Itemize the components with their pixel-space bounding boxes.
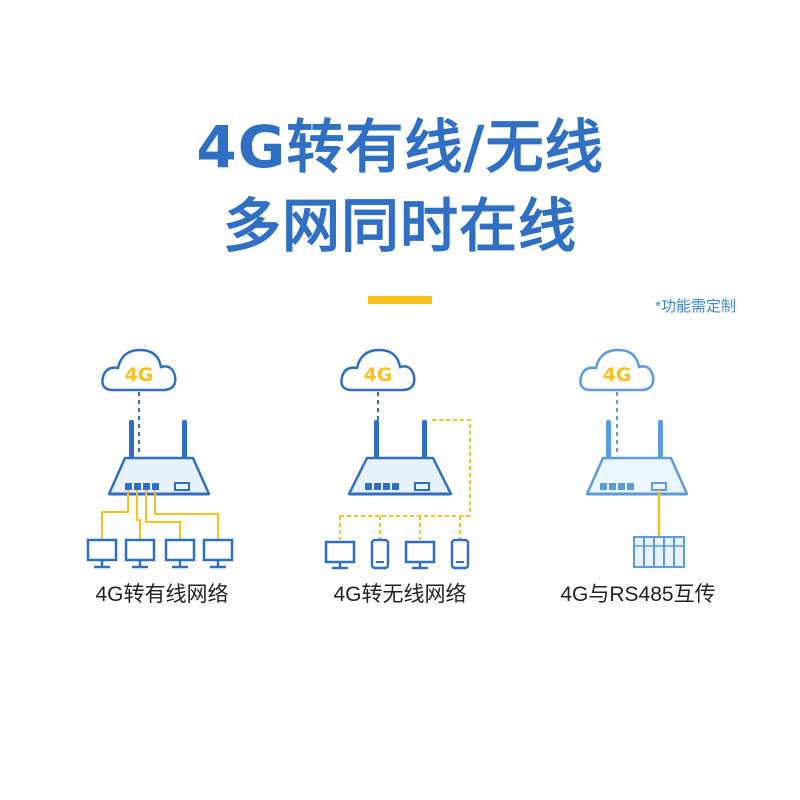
desktop-icon: [404, 540, 436, 570]
main-title-line-1: 4G转有线/无线: [196, 113, 604, 181]
antenna-left: [606, 420, 611, 458]
phone-icon: [370, 538, 390, 570]
cloud-icon: 4G: [340, 348, 416, 392]
desktop-icon: [86, 538, 118, 569]
cloud-icon: 4G: [101, 348, 177, 392]
antenna-left: [129, 420, 134, 458]
custom-function-note: *功能需定制: [655, 298, 736, 315]
cloud-label: 4G: [125, 364, 154, 386]
desktop-icon: [324, 540, 356, 570]
diagram-rs485: 4G: [579, 348, 689, 568]
diagram-wireless: 4G: [324, 348, 471, 570]
desktop-icon: [124, 538, 156, 569]
phone-icon: [450, 538, 470, 570]
cloud-label: 4G: [603, 364, 632, 386]
caption-wireless-network: 4G转无线网络: [333, 583, 467, 606]
diagram-wired: 4G: [86, 348, 234, 569]
antenna-right: [182, 420, 187, 458]
wireless-links: [339, 419, 471, 540]
client-devices: [324, 538, 470, 570]
router-icon: [585, 420, 689, 496]
antenna-left: [374, 420, 379, 458]
antenna-right: [658, 420, 663, 458]
caption-rs485-transfer: 4G与RS485互传: [560, 583, 716, 606]
accent-divider: [368, 296, 432, 304]
desktop-icon: [202, 538, 234, 569]
ethernet-cables: [101, 490, 219, 540]
cloud-label: 4G: [364, 364, 393, 386]
desktop-icon: [164, 538, 196, 569]
cloud-icon: 4G: [579, 348, 655, 392]
main-title-line-2: 多网同时在线: [222, 192, 577, 260]
caption-wired-network: 4G转有线网络: [95, 583, 229, 606]
router-icon: [347, 420, 453, 496]
rs485-terminal-icon: [633, 536, 685, 568]
desktop-icons: [86, 538, 234, 569]
router-icon: [107, 420, 211, 496]
antenna-right: [422, 420, 427, 458]
